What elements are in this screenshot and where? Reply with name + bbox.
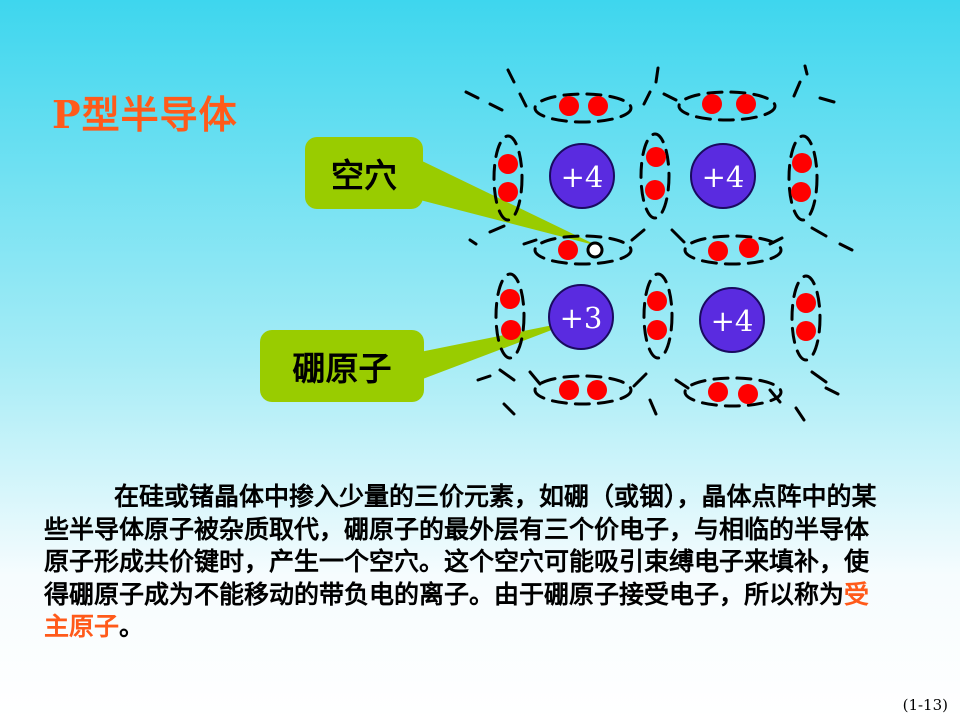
highlighted-term: 受主原子 [44,579,870,642]
hole-callout-label: 空穴 [305,137,423,209]
bond-left-2 [494,272,526,360]
bond-top-1 [533,92,633,124]
bond-center-1 [639,132,671,220]
bond-top-2 [677,90,777,122]
bond-right-2 [790,274,822,362]
bond-bot-2 [683,376,783,408]
atom-charge: +4 [702,160,745,194]
electrons [498,94,816,404]
paragraph-text: 在硅或锗晶体中掺入少量的三价元素，如硼（或铟），晶体点阵中的某些半导体原子被杂质… [44,482,877,609]
hole-callout-pointer [420,160,598,246]
atom-charge: +4 [561,160,604,194]
paragraph-end: 。 [119,612,145,641]
bond-bot-1 [533,374,633,406]
boron-atom: +3 [548,284,614,350]
bond-right-1 [787,134,819,222]
bond-center-2 [642,272,674,360]
atom-top-left: +4 [549,143,615,209]
slide-title: P型半导体 [52,92,238,137]
hole-marker [586,241,604,259]
bond-mid-1 [533,234,633,266]
bond-left-1 [492,134,524,222]
atom-bottom-right: +4 [699,287,765,353]
atom-charge: +4 [711,304,754,338]
atom-charge: +3 [560,301,603,335]
boron-callout-pointer [420,320,578,380]
description-paragraph: 在硅或锗晶体中掺入少量的三价元素，如硼（或铟），晶体点阵中的某些半导体原子被杂质… [44,481,884,644]
atom-top-right: +4 [690,143,756,209]
bond-mid-2 [683,234,783,266]
boron-callout-label: 硼原子 [260,330,424,402]
page-number: (1-13) [902,696,948,714]
